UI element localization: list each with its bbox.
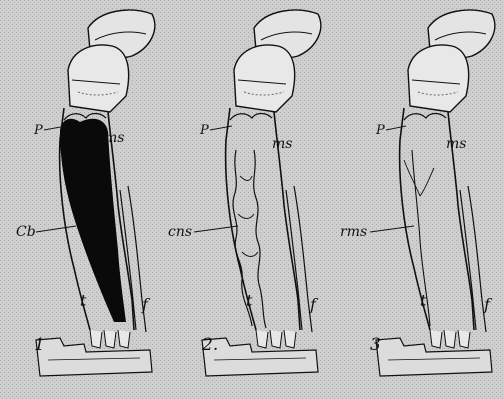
- panel-2-label-t: t: [246, 291, 253, 310]
- panel-1-label-region: Cb: [16, 224, 36, 240]
- panel-2-label-ms: ms: [272, 136, 292, 152]
- panel-1-number: 1: [34, 335, 45, 355]
- panel-3-label-p: P: [375, 123, 385, 138]
- panel-1-label-p: P: [33, 123, 43, 138]
- panel-1-label-ms: ms: [104, 130, 124, 146]
- panel-2-label-p: P: [199, 123, 209, 138]
- panel-1-label-t: t: [80, 291, 87, 310]
- panel-2-label-region: cns: [168, 224, 192, 240]
- panel-3-label-region: rms: [340, 224, 367, 240]
- panel-3-label-ms: ms: [446, 136, 466, 152]
- panel-3-label-t: t: [420, 291, 427, 310]
- panel-2-number: 2.: [201, 335, 218, 355]
- panel-3-number: 3: [370, 335, 381, 355]
